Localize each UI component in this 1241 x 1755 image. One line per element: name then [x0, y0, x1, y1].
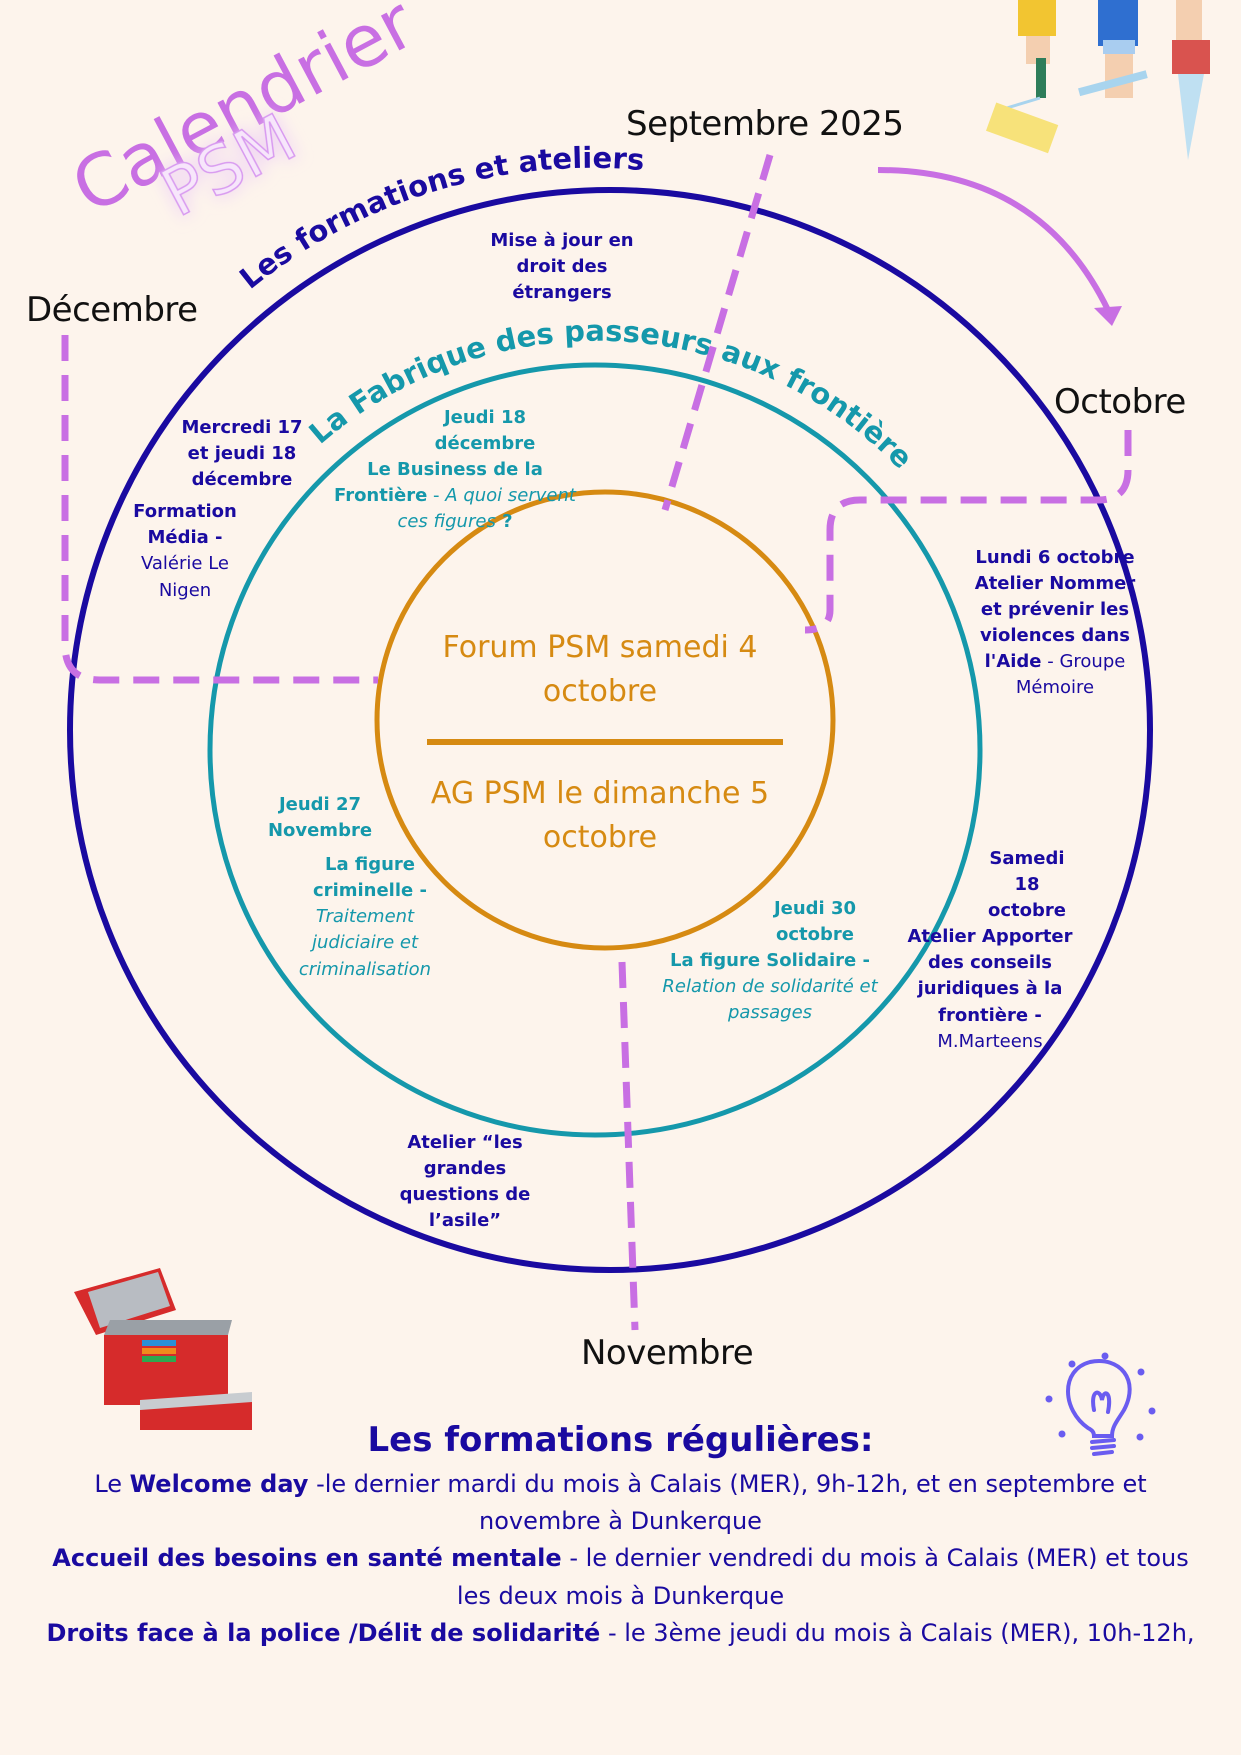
event-date: Mercredi 17 et jeudi 18 décembre [181, 417, 303, 491]
event-date: Samedi 18 octobre [988, 848, 1066, 922]
event-title: La figure criminelle - [313, 854, 427, 902]
event-subtitle: A quoi servent ces figures [397, 485, 576, 533]
lightbulb-icon [1066, 1359, 1132, 1456]
month-label-november: Novembre [581, 1333, 754, 1373]
event-grandes-questions-asile: Atelier “les grandes questions de l’asil… [399, 1132, 531, 1232]
regular-trainings: Les formations régulières: Le Welcome da… [40, 1420, 1201, 1652]
inner-ring [374, 489, 836, 951]
event-title: Atelier Apporter des conseils juridiques… [907, 926, 1073, 1026]
event-samedi-18-octobre: Samedi 18 octobre Atelier Apporter des c… [905, 846, 1075, 1055]
event-title: Le Business de la Frontière [334, 459, 543, 507]
arrow-september-to-october [877, 167, 1111, 312]
event-speaker: M.Marteens [937, 1030, 1043, 1052]
divider-october [804, 430, 1132, 634]
divider-november [618, 961, 639, 1331]
item-text: -le dernier mardi du mois à Calais (MER)… [308, 1470, 1147, 1536]
event-droit-etrangers: Mise à jour en droit des étrangers [490, 230, 634, 304]
divider-december [61, 335, 378, 684]
month-label-october: Octobre [1054, 382, 1186, 422]
toolbox-illustration [74, 1268, 252, 1430]
event-separator: - [427, 485, 446, 507]
event-formation-media: Mercredi 17 et jeudi 18 décembre Formati… [120, 415, 320, 604]
event-date: Jeudi 30 octobre [773, 898, 857, 946]
outer-ring [67, 187, 1153, 1273]
regular-training-item: Droits face à la police /Délit de solida… [40, 1615, 1201, 1652]
event-figure-criminelle: Jeudi 27 Novembre La figure criminelle -… [255, 792, 455, 983]
item-prefix: Le [94, 1470, 130, 1498]
event-business-frontiere: Jeudi 18 décembre Le Business de la Fron… [325, 405, 585, 535]
regular-training-item: Le Welcome day -le dernier mardi du mois… [40, 1466, 1201, 1540]
event-subtitle: Relation de solidarité et passages [662, 976, 878, 1024]
event-date: Lundi 6 octobre [975, 547, 1135, 568]
item-text: - le 3ème jeudi du mois à Calais (MER), … [600, 1618, 1195, 1647]
event-question-mark: ? [495, 511, 513, 533]
event-speaker: Valérie Le Nigen [140, 553, 229, 601]
regular-training-item: Accueil des besoins en santé mentale - l… [40, 1540, 1201, 1614]
lightbulb-dots [1045, 1352, 1156, 1441]
divider-september [661, 154, 774, 511]
event-lundi-6-octobre: Lundi 6 octobre Atelier Nommer et préven… [970, 545, 1140, 702]
item-title: Welcome day [129, 1470, 309, 1498]
event-figure-solidaire: Jeudi 30 octobre La figure Solidaire - R… [655, 896, 885, 1026]
arrow-head-icon [1094, 306, 1122, 326]
month-dividers [61, 154, 1132, 1331]
hands-tools-illustration [985, 0, 1210, 160]
event-title: Atelier Nommer et prévenir les violences… [974, 573, 1136, 673]
middle-ring-label: La Fabrique des passeurs aux frontières [0, 0, 919, 475]
month-label-september: Septembre 2025 [626, 104, 904, 144]
center-ag: AG PSM le dimanche 5 octobre [430, 776, 770, 855]
item-text: - le dernier vendredi du mois à Calais (… [456, 1544, 1189, 1610]
regular-trainings-heading: Les formations régulières: [367, 1420, 874, 1460]
event-title: La figure Solidaire - [670, 950, 870, 972]
event-date: Jeudi 27 Novembre [267, 794, 373, 842]
event-date: Jeudi 18 décembre [434, 407, 536, 455]
event-separator: - [1041, 651, 1060, 673]
item-title: Droits face à la police /Délit de solida… [46, 1618, 601, 1647]
event-title: Formation Média - [133, 501, 237, 549]
month-label-december: Décembre [26, 290, 198, 330]
event-speaker: Groupe Mémoire [1015, 651, 1126, 699]
middle-ring [207, 362, 983, 1138]
item-title: Accueil des besoins en santé mentale [52, 1544, 562, 1573]
event-subtitle: Traitement judiciaire et criminalisation [298, 906, 432, 980]
center-forum: Forum PSM samedi 4 octobre [442, 630, 758, 709]
